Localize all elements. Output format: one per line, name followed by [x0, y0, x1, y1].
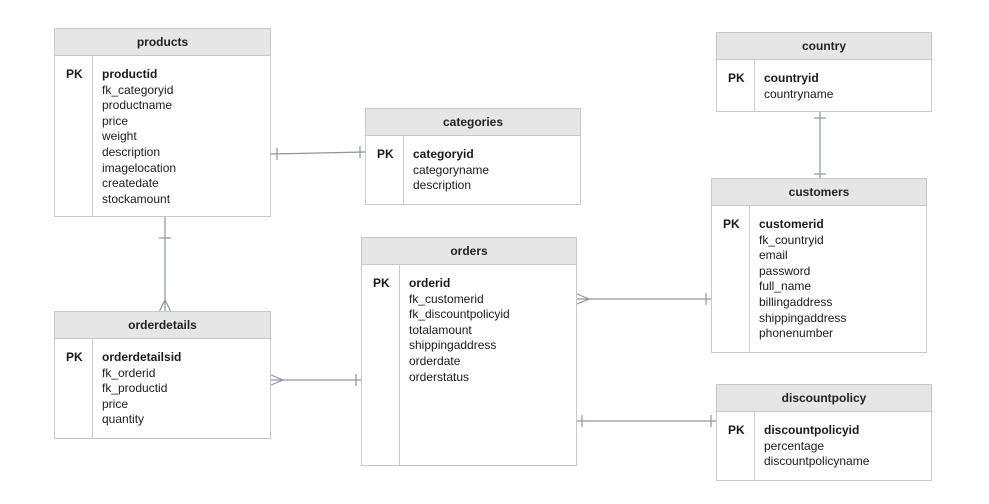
field: createdate	[102, 176, 159, 191]
field: fk_countryid	[759, 232, 824, 247]
entity-customers[interactable]: customers PK customerid fk_countryid ema…	[711, 178, 927, 353]
field-list: orderdetailsid fk_orderid fk_productid p…	[102, 350, 181, 428]
entity-title: discountpolicy	[717, 385, 931, 412]
key-column: PK	[717, 412, 755, 480]
field: shippingaddress	[759, 310, 847, 325]
entity-title: products	[55, 29, 270, 56]
field: shippingaddress	[409, 338, 497, 353]
field: description	[413, 178, 472, 193]
field-primary-key: categoryid	[413, 147, 474, 161]
entity-body: PK categoryid categoryname description	[366, 136, 580, 204]
field: billingaddress	[759, 294, 833, 309]
field-list: countryid countryname	[764, 71, 833, 102]
entity-title: orders	[362, 238, 576, 265]
field: discountpolicyname	[764, 454, 870, 469]
field-list: discountpolicyid percentage discountpoli…	[764, 423, 869, 470]
entity-orderdetails[interactable]: orderdetails PK orderdetailsid fk_orderi…	[54, 311, 271, 439]
field-primary-key: countryid	[764, 71, 819, 85]
entity-categories[interactable]: categories PK categoryid categoryname de…	[365, 108, 581, 205]
primary-key-label: PK	[723, 217, 740, 231]
entity-orders[interactable]: orders PK orderid fk_customerid fk_disco…	[361, 237, 577, 466]
field: full_name	[759, 279, 812, 294]
field-list: orderid fk_customerid fk_discountpolicyi…	[409, 276, 510, 385]
key-column: PK	[712, 206, 750, 352]
entity-title: orderdetails	[55, 312, 270, 339]
field: quantity	[102, 412, 145, 427]
entity-body: PK orderid fk_customerid fk_discountpoli…	[362, 265, 576, 465]
key-column: PK	[55, 56, 93, 216]
primary-key-label: PK	[66, 67, 83, 81]
key-column: PK	[362, 265, 400, 465]
relationship-orders-customers	[576, 293, 711, 305]
field: stockamount	[102, 191, 171, 206]
field: email	[759, 248, 788, 263]
field: countryname	[764, 86, 834, 101]
key-column: PK	[55, 339, 93, 438]
field: productname	[102, 98, 173, 113]
entity-title: customers	[712, 179, 926, 206]
field: percentage	[764, 438, 825, 453]
relationship-country-customers	[814, 112, 826, 179]
relationship-products-orderdetails	[158, 217, 172, 313]
primary-key-label: PK	[373, 276, 390, 290]
relationship-orderdetails-orders	[270, 374, 361, 386]
entity-body: PK productid fk_categoryid productname p…	[55, 56, 270, 216]
field-primary-key: discountpolicyid	[764, 423, 860, 437]
field: fk_categoryid	[102, 82, 174, 97]
field-primary-key: orderid	[409, 276, 451, 290]
entity-products[interactable]: products PK productid fk_categoryid prod…	[54, 28, 271, 217]
field: price	[102, 113, 129, 128]
field: fk_customerid	[409, 291, 484, 306]
entity-body: PK customerid fk_countryid email passwor…	[712, 206, 926, 352]
entity-title: country	[717, 33, 931, 60]
field: fk_orderid	[102, 365, 156, 380]
entity-body: PK discountpolicyid percentage discountp…	[717, 412, 931, 480]
field: password	[759, 263, 811, 278]
relationship-products-categories	[270, 146, 366, 160]
field-list: categoryid categoryname description	[413, 147, 489, 194]
entity-country[interactable]: country PK countryid countryname	[716, 32, 932, 112]
field-primary-key: customerid	[759, 217, 824, 231]
entity-discountpolicy[interactable]: discountpolicy PK discountpolicyid perce…	[716, 384, 932, 481]
field: imagelocation	[102, 160, 177, 175]
field: fk_discountpolicyid	[409, 307, 510, 322]
field: orderdate	[409, 353, 461, 368]
key-column: PK	[366, 136, 404, 204]
key-column: PK	[717, 60, 755, 111]
entity-title: categories	[366, 109, 580, 136]
field: categoryname	[413, 162, 490, 177]
field-list: productid fk_categoryid productname pric…	[102, 67, 176, 207]
field-list: customerid fk_countryid email password f…	[759, 217, 846, 342]
primary-key-label: PK	[66, 350, 83, 364]
field: orderstatus	[409, 369, 470, 384]
field: description	[102, 144, 161, 159]
field-primary-key: orderdetailsid	[102, 350, 182, 364]
primary-key-label: PK	[377, 147, 394, 161]
primary-key-label: PK	[728, 423, 745, 437]
field: price	[102, 396, 129, 411]
entity-body: PK countryid countryname	[717, 60, 931, 111]
field: weight	[102, 129, 137, 144]
relationship-orders-discountpolicy	[577, 415, 716, 427]
field: totalamount	[409, 322, 472, 337]
primary-key-label: PK	[728, 71, 745, 85]
entity-body: PK orderdetailsid fk_orderid fk_producti…	[55, 339, 270, 438]
field: phonenumber	[759, 326, 834, 341]
field-primary-key: productid	[102, 67, 158, 81]
field: fk_productid	[102, 381, 168, 396]
